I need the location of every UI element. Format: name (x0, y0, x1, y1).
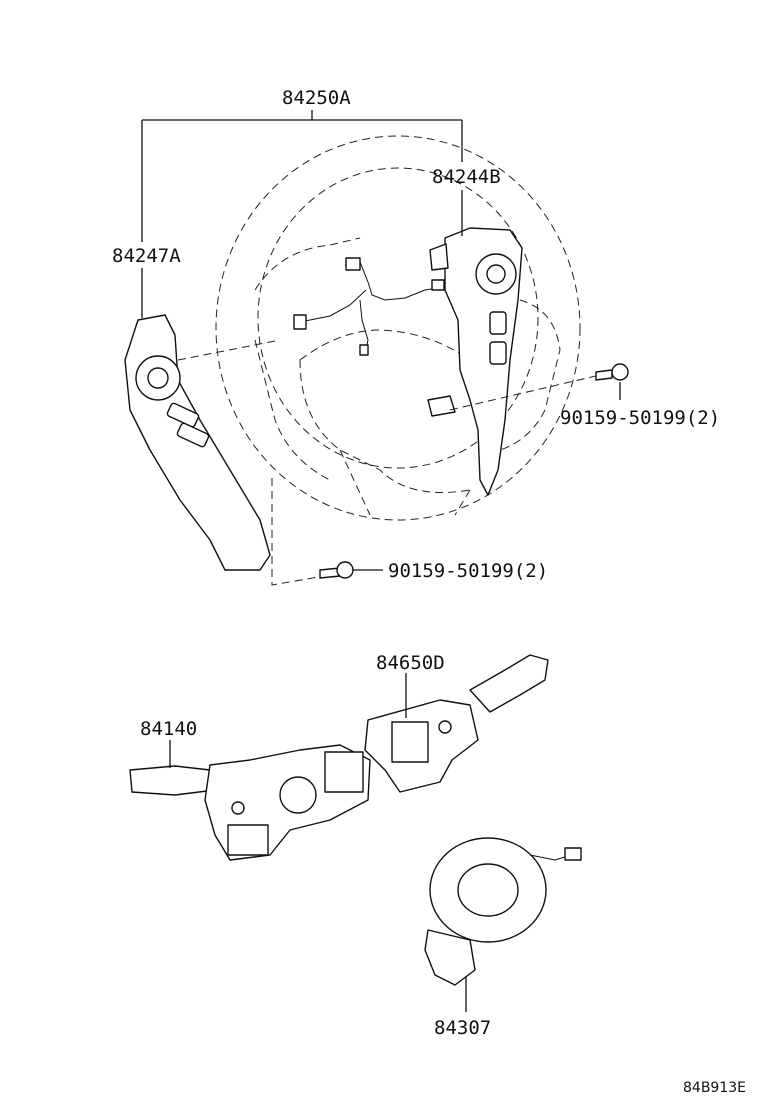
left-switch-part (124, 314, 271, 571)
steering-wheel (215, 135, 581, 521)
figure-code: 84B913E (683, 1080, 746, 1096)
label-84244b: 84244B (432, 166, 501, 188)
label-screw-bottom: 90159-50199(2) (388, 560, 548, 582)
right-switch-part (427, 227, 523, 496)
label-84307: 84307 (434, 1017, 491, 1039)
label-84140: 84140 (140, 718, 197, 740)
label-84247a: 84247A (112, 245, 181, 267)
spiral-cable-part (424, 837, 582, 986)
screw-right (595, 363, 629, 381)
label-screw-right: 90159-50199(2) (560, 407, 720, 429)
turn-switch-part (129, 744, 371, 861)
alignment-lines (177, 339, 601, 586)
wire-harness (293, 257, 445, 356)
label-84650d: 84650D (376, 652, 445, 674)
label-84250a: 84250A (282, 87, 351, 109)
leader-lines (141, 110, 621, 1012)
wiper-switch-part (364, 654, 549, 793)
screw-bottom (319, 561, 354, 579)
